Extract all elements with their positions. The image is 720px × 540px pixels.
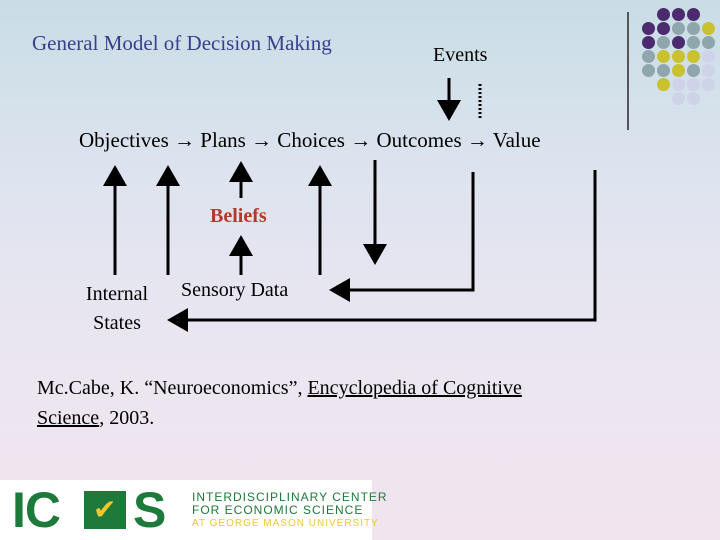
- sensory-data-label: Sensory Data: [181, 279, 289, 301]
- decorative-dot: [702, 22, 715, 35]
- decorative-dot: [672, 64, 685, 77]
- decision-chain: Objectives → Plans → Choices → Outcomes …: [79, 128, 541, 152]
- internal-states-line1: Internal: [85, 283, 149, 305]
- logo-square: [84, 491, 126, 529]
- decorative-dot: [687, 64, 700, 77]
- arrow-value-to-internal: [167, 170, 597, 332]
- citation: Mc.Cabe, K. “Neuroeconomics”, Encycloped…: [37, 373, 537, 433]
- citation-author: Mc.Cabe, K. “Neuroeconomics”,: [37, 377, 308, 399]
- decorative-dot: [642, 64, 655, 77]
- decorative-dot: [672, 78, 685, 91]
- decorative-dot: [702, 50, 715, 63]
- citation-year: , 2003.: [99, 407, 155, 429]
- logo-line1: INTERDISCIPLINARY CENTER: [192, 490, 388, 504]
- decorative-dot: [672, 8, 685, 21]
- decorative-dot: [642, 36, 655, 49]
- decorative-dot: [642, 22, 655, 35]
- decorative-dot: [687, 36, 700, 49]
- decorative-dot: [657, 22, 670, 35]
- decorative-dot: [687, 78, 700, 91]
- internal-states-label: Internal States: [72, 280, 162, 338]
- events-label: Events: [433, 44, 488, 66]
- decorative-dot: [657, 78, 670, 91]
- decorative-dot: [657, 8, 670, 21]
- decorative-dot: [702, 36, 715, 49]
- arrow-outcomes-to-sensory: [329, 172, 475, 302]
- logo-text: INTERDISCIPLINARY CENTER FOR ECONOMIC SC…: [192, 491, 388, 530]
- decorative-dot: [687, 8, 700, 21]
- decorative-dot: [672, 92, 685, 105]
- decorative-dot: [672, 50, 685, 63]
- icos-logo: IC ✔ S INTERDISCIPLINARY CENTER FOR ECON…: [0, 480, 387, 540]
- decorative-dot: [642, 50, 655, 63]
- decorative-dot-grid: [625, 8, 720, 128]
- logo-line3: AT GEORGE MASON UNIVERSITY: [192, 518, 379, 529]
- logo-letter-s: S: [133, 482, 167, 538]
- decorative-dot: [657, 64, 670, 77]
- decorative-dot: [687, 92, 700, 105]
- decorative-dot: [702, 64, 715, 77]
- logo-line2: FOR ECONOMIC SCIENCE: [192, 503, 364, 517]
- internal-states-line2: States: [93, 312, 141, 334]
- decorative-dot: [687, 22, 700, 35]
- decorative-dot: [657, 36, 670, 49]
- decorative-divider: [627, 12, 629, 130]
- beliefs-label: Beliefs: [210, 205, 267, 227]
- decorative-dot: [702, 78, 715, 91]
- decorative-dot: [657, 50, 670, 63]
- logo-letters: IC: [12, 482, 61, 538]
- citation-source: Encyclopedia of Cognitive Science: [37, 377, 522, 429]
- logo-check-icon: ✔: [93, 493, 117, 526]
- decorative-dot: [672, 36, 685, 49]
- slide-title: General Model of Decision Making: [32, 31, 332, 55]
- decorative-dot: [687, 50, 700, 63]
- decorative-dot: [672, 22, 685, 35]
